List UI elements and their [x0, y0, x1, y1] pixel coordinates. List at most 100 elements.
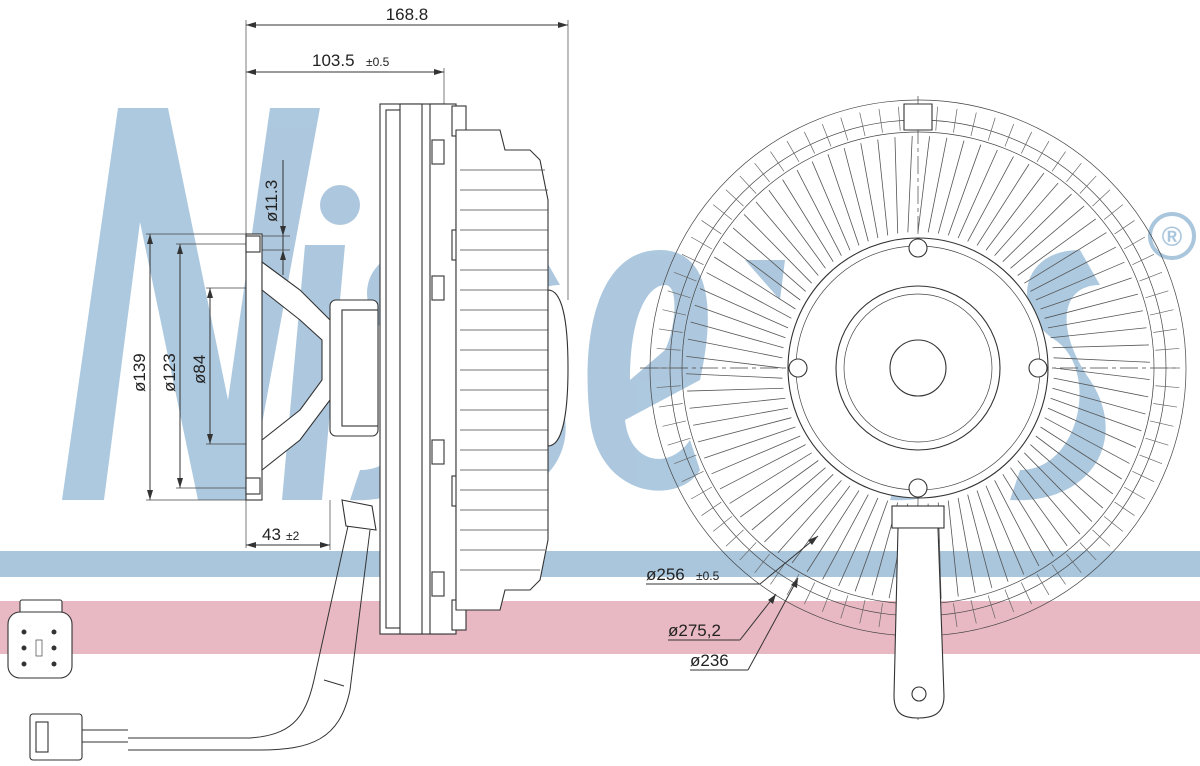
- fan-fin-line: [699, 288, 789, 329]
- svg-text:168.8: 168.8: [386, 5, 429, 24]
- fan-fin-line: [1047, 407, 1137, 448]
- fan-rim-tick: [1036, 573, 1050, 596]
- fan-fin-line: [1040, 277, 1132, 310]
- fan-fin-line: [1040, 426, 1122, 480]
- fan-rim-tick: [754, 553, 770, 574]
- fan-fin-line: [811, 161, 851, 251]
- fan-fin-line: [1030, 444, 1104, 509]
- fan-rim-tick: [673, 454, 697, 465]
- fan-rim-tick: [1079, 542, 1097, 561]
- fan-rim-tick: [1114, 220, 1135, 235]
- fan-rim-tick: [953, 603, 958, 628]
- svg-text:103.5: 103.5: [312, 51, 355, 70]
- sensor-bracket: [891, 505, 945, 719]
- fan-fin-line: [689, 397, 786, 409]
- fan-fin-line: [1030, 246, 1117, 292]
- fan-rim-tick: [1149, 420, 1174, 427]
- fan-fin-line: [994, 182, 1059, 256]
- fan-fin-line: [1024, 232, 1107, 284]
- fan-rim-tick: [840, 595, 849, 619]
- svg-text:®: ®: [1162, 221, 1183, 252]
- fan-rim-tick: [970, 599, 977, 624]
- fan-rim-tick: [1145, 437, 1169, 446]
- fan-rim-tick: [859, 599, 866, 624]
- fan-fin-line: [947, 500, 959, 597]
- fan-fin-line: [687, 338, 783, 359]
- dimension-body-length: 103.5 ±0.5: [246, 51, 444, 75]
- fan-rim-tick: [658, 328, 683, 333]
- fan-rim-tick: [701, 220, 722, 235]
- fan-fin-line: [1035, 261, 1125, 301]
- fan-fin-line: [782, 179, 834, 262]
- fan-rim-tick: [898, 106, 901, 131]
- fan-rim-tick: [770, 151, 785, 172]
- fan-rim-tick: [1051, 151, 1066, 172]
- fan-rim-tick: [681, 470, 704, 482]
- svg-text:ø256: ø256: [646, 565, 685, 584]
- fan-fin-line: [1044, 293, 1139, 319]
- fan-rim-tick: [821, 589, 832, 613]
- fan-fin-line: [1053, 367, 1150, 380]
- fan-fin-line: [1050, 327, 1147, 339]
- registered-mark-icon: ®: [1148, 212, 1196, 260]
- fan-fin-line: [1010, 205, 1085, 269]
- fan-fin-line: [704, 426, 796, 459]
- fan-fin-line: [860, 143, 879, 239]
- fan-fin-line: [697, 417, 792, 443]
- fan-fin-line: [1010, 467, 1068, 546]
- svg-text:±2: ±2: [286, 529, 300, 543]
- fan-fin-line: [686, 356, 783, 369]
- fan-fin-line: [686, 373, 783, 379]
- dimension-fan-256: ø256 ±0.5: [646, 535, 819, 585]
- fan-rim-tick: [739, 175, 757, 194]
- front-bolts: [788, 238, 1048, 498]
- fan-fin-line: [927, 137, 948, 233]
- dimension-bolt-hole: ø11.3: [246, 160, 290, 275]
- fan-fin-line: [894, 137, 899, 234]
- fan-fin-line: [1052, 344, 1149, 349]
- svg-text:ø275,2: ø275,2: [668, 621, 721, 640]
- fan-rim-tick: [953, 108, 958, 133]
- fan-fin-line: [722, 241, 801, 301]
- fan-rim-tick: [1004, 123, 1015, 147]
- fan-rim-tick: [1004, 589, 1015, 613]
- fan-fin-line: [694, 304, 786, 339]
- fan-rim-tick: [690, 486, 713, 500]
- fan-rim-tick: [1139, 454, 1163, 465]
- fan-fin-line: [743, 214, 812, 284]
- fan-fin-line: [764, 474, 834, 543]
- fan-rim-tick: [1155, 348, 1180, 351]
- fan-fin-line: [751, 467, 826, 531]
- fan-fin-line: [1052, 387, 1146, 415]
- fan-fin-line: [1024, 452, 1093, 522]
- fan-rim-tick: [754, 162, 770, 183]
- wiring-harness: [128, 499, 377, 751]
- fan-fin-line: [1035, 435, 1114, 495]
- fan-rim-tick: [1145, 290, 1169, 299]
- svg-text:ø236: ø236: [690, 651, 729, 670]
- fan-rim-tick: [1103, 204, 1124, 220]
- cooling-fins: [455, 129, 549, 611]
- fan-rim-tick: [1123, 486, 1146, 500]
- fan-rim-tick: [656, 348, 681, 351]
- fan-rim-tick: [1036, 140, 1050, 163]
- fan-rim-tick: [673, 271, 697, 282]
- fan-rim-tick: [840, 117, 849, 141]
- fan-rim-tick: [1139, 271, 1163, 282]
- fan-fin-line: [994, 480, 1040, 567]
- fan-rim-tick: [859, 112, 866, 137]
- fan-rim-tick: [1020, 582, 1032, 605]
- fan-rim-tick: [1155, 385, 1180, 388]
- fan-fin-line: [947, 144, 982, 236]
- svg-text:±0.5: ±0.5: [696, 569, 720, 583]
- fan-fin-line: [838, 497, 879, 587]
- fan-fin-line: [719, 444, 806, 490]
- fan-fin-line: [714, 256, 796, 310]
- fan-fin-line: [690, 321, 784, 349]
- pink-watermark-band: [0, 601, 1200, 654]
- fan-fin-line: [976, 490, 1009, 582]
- fan-rim-tick: [1066, 162, 1082, 183]
- fan-fin-line: [1053, 357, 1150, 363]
- fan-rim-tick: [804, 582, 816, 605]
- fan-rim-tick: [970, 112, 977, 137]
